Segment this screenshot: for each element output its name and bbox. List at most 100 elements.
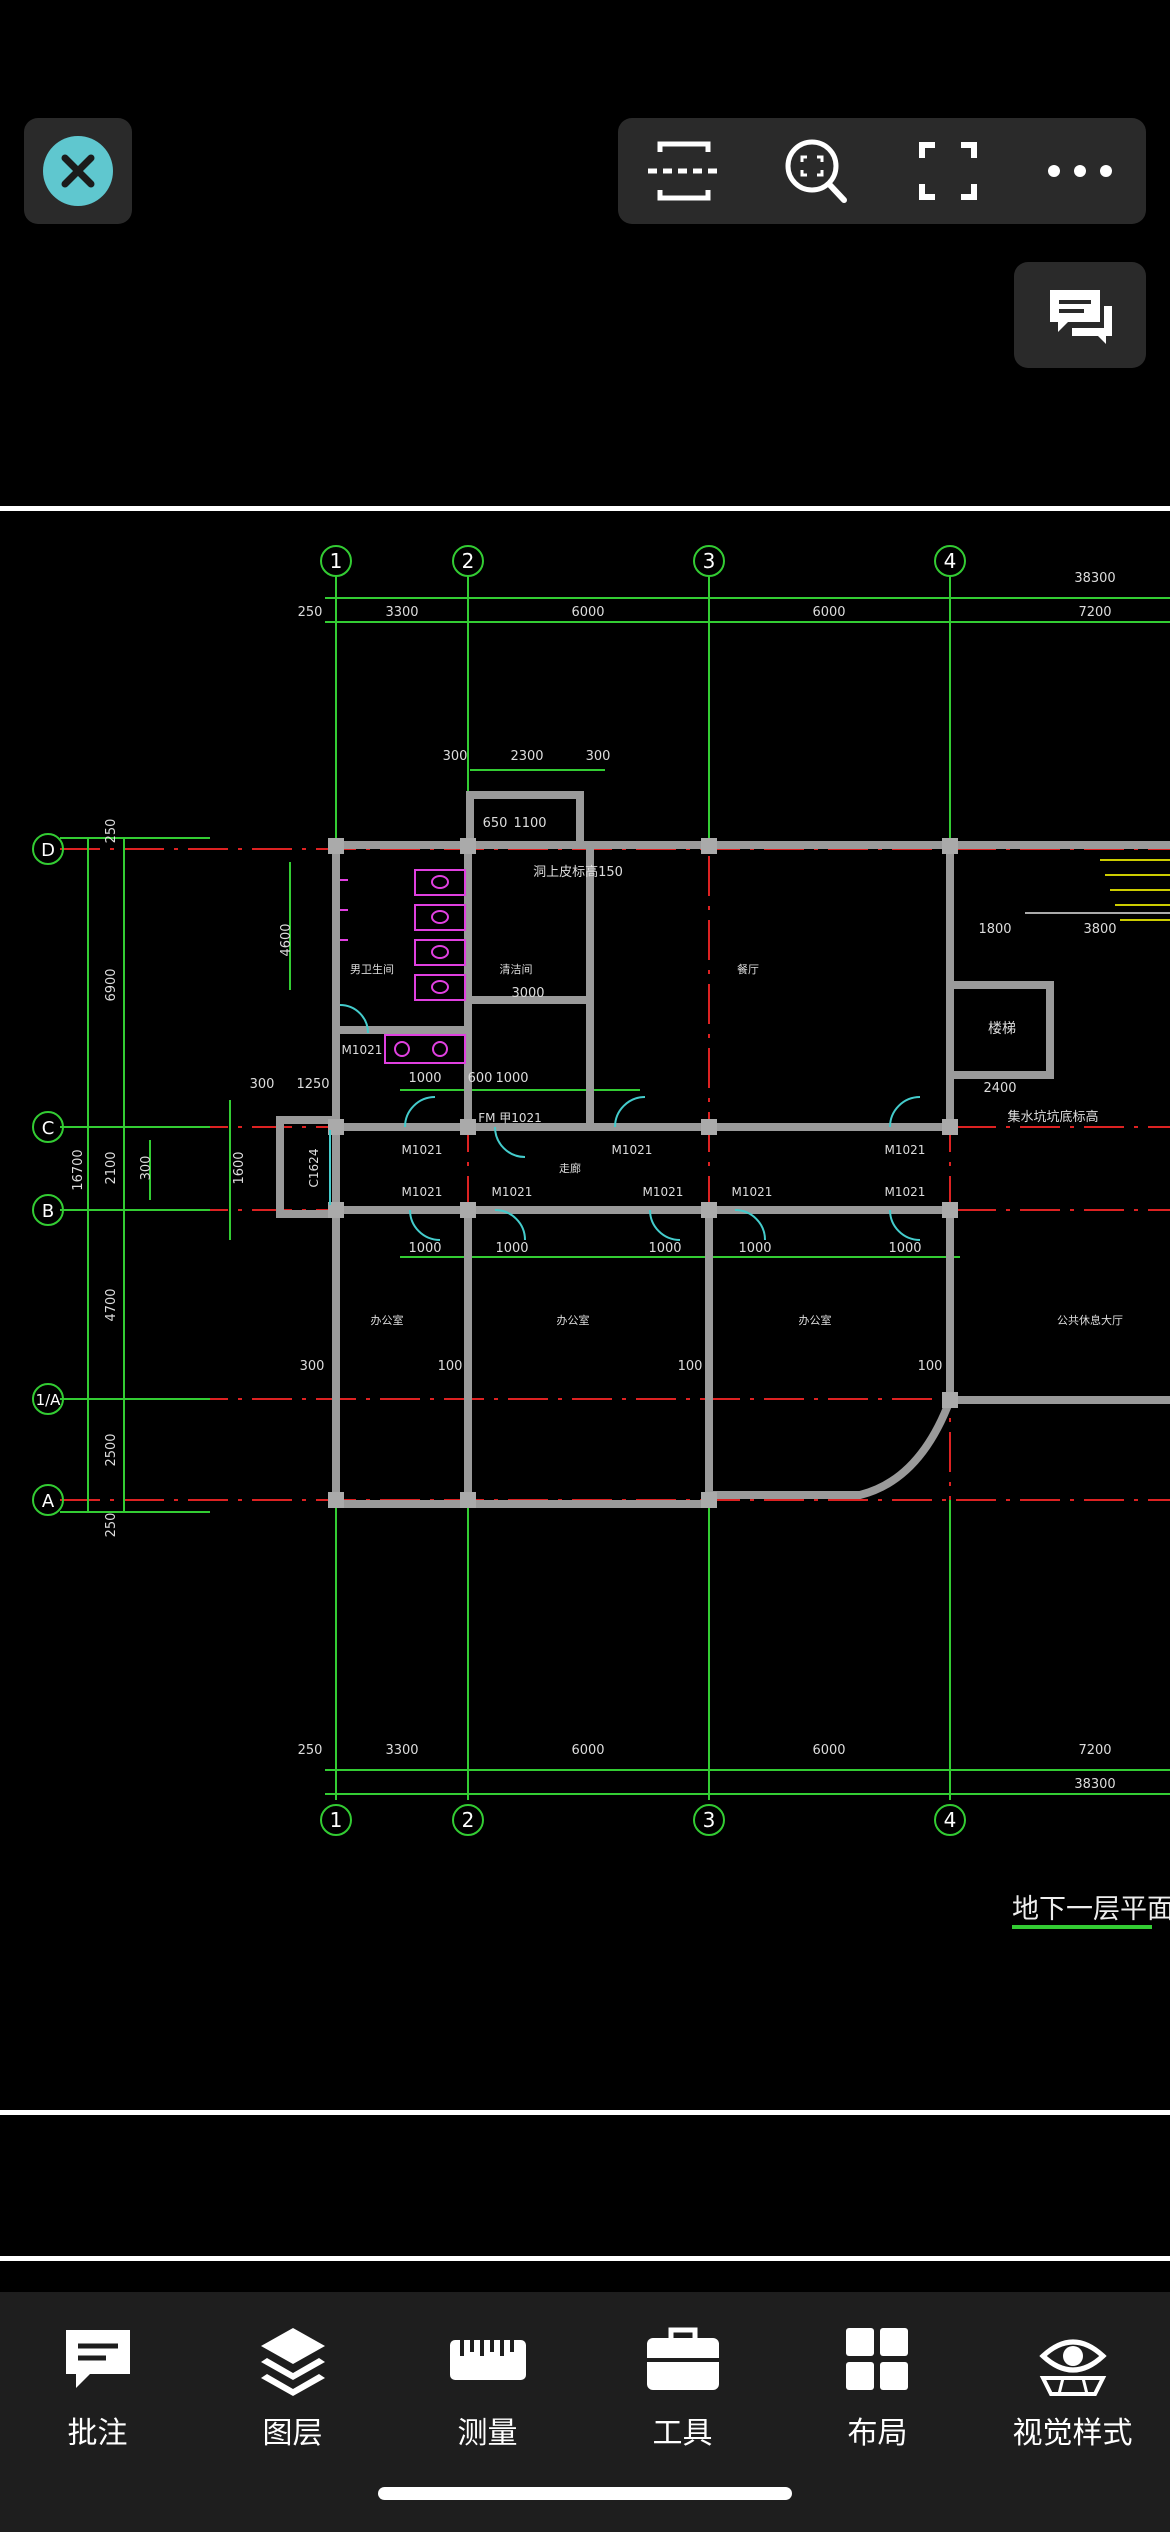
section-icon [648,141,720,201]
axis-bubbles [32,545,966,1836]
axis-label-4-bottom: 4 [944,1808,957,1832]
nav-measure[interactable]: 测量 [390,2292,585,2472]
dim-small-2300: 2300 [510,749,543,764]
dim-small-100a: 100 [438,1359,463,1374]
axis-label-2-bottom: 2 [462,1808,475,1832]
label-pump-room: 集水坑坑底标高 [1007,1109,1098,1125]
nav-layout-label: 布局 [847,2416,908,2451]
dim-top-0: 250 [298,605,323,620]
dim-top-2: 6000 [571,605,604,620]
dim-left-4700: 4700 [104,1288,119,1321]
dim-small-1800: 1800 [978,922,1011,937]
dim-top-1: 3300 [385,605,418,620]
dim-left-2500: 2500 [104,1433,119,1466]
door-tag-1: M1021 [342,1043,383,1057]
door-tag-8: M1021 [732,1185,773,1199]
axis-label-B: B [42,1201,54,1222]
viewport-bottom-border [0,2110,1170,2115]
label-toilet: 男卫生间 [350,962,394,976]
section-button[interactable] [618,118,750,224]
fullscreen-icon [919,142,977,200]
door-tag-7: M1021 [643,1185,684,1199]
close-icon [43,136,113,206]
top-toolbar [618,118,1146,224]
nav-annotation-label: 批注 [67,2416,128,2451]
axis-gridlines [60,600,1170,1780]
more-icon [1048,165,1112,177]
dim-small-600: 600 [468,1071,493,1086]
axis-label-D: D [41,840,55,861]
nav-tools[interactable]: 工具 [585,2292,780,2472]
dim-left-2000: 1600 [232,1151,247,1184]
dim-small-650: 650 [483,816,508,831]
axis-labels: 1 2 3 4 1 2 3 4 D C B 1/A A [36,549,957,1832]
dim-bottom-0: 250 [298,1743,323,1758]
dim-left-2100: 2100 [104,1151,119,1184]
dim-left-6900: 6900 [104,968,119,1001]
window-tag: C1624 [307,1149,321,1188]
nav-tools-label: 工具 [652,2416,713,2451]
dim-small-1000b: 1000 [495,1071,528,1086]
dim-left-4600: 4600 [279,923,294,956]
nav-visual-style[interactable]: 视觉样式 [975,2292,1170,2472]
dim-small-1250: 1250 [296,1077,329,1092]
ruler-icon [450,2340,526,2380]
panel-separator [0,2256,1170,2261]
dim-small-100b: 100 [678,1359,703,1374]
viewport-top-border [0,506,1170,511]
axis-label-1-top: 1 [330,549,343,573]
door-tag-2: M1021 [402,1143,443,1157]
dim-bottom-1: 3300 [385,1743,418,1758]
dim-bottom-3: 6000 [812,1743,845,1758]
dim-bottom-2: 6000 [571,1743,604,1758]
axis-label-1A: 1/A [36,1391,62,1409]
home-indicator[interactable] [378,2487,792,2500]
layout-icon [846,2328,908,2390]
axis-label-1-bottom: 1 [330,1808,343,1832]
layers-icon [261,2328,325,2396]
dim-small-300c: 300 [250,1077,275,1092]
dim-left-250-top: 250 [104,819,119,844]
dim-small-100c: 100 [918,1359,943,1374]
dim-small-1000a: 1000 [408,1071,441,1086]
label-office2: 办公室 [557,1313,590,1327]
label-lobby: 洞上皮标高150 [533,864,623,880]
label-hall: 餐厅 [737,962,759,976]
cad-drawing-canvas[interactable]: 1 2 3 4 1 2 3 4 D C B 1/A A 38300 250 33… [0,0,1170,2110]
nav-annotation[interactable]: 批注 [0,2292,195,2472]
nav-layers[interactable]: 图层 [195,2292,390,2472]
dim-total-bottom: 38300 [1074,1777,1115,1792]
dim-small-3000: 3000 [511,986,544,1001]
dimension-lines [60,575,1170,1800]
dim-small-300a: 300 [443,749,468,764]
dim-top-3: 6000 [812,605,845,620]
axis-label-2-top: 2 [462,549,475,573]
dim-small-2400: 2400 [983,1081,1016,1096]
bottom-navigation: 批注 图层 测量 工具 [0,2292,1170,2532]
plan-title: 地下一层平面 [1012,1894,1170,1925]
zoom-fit-button[interactable] [750,118,882,224]
dim-left-total: 16700 [71,1149,86,1190]
zoom-fit-icon [785,139,847,203]
more-button[interactable] [1014,118,1146,224]
close-button[interactable] [24,118,132,224]
comments-button[interactable] [1014,262,1146,368]
columns [328,838,958,1508]
dim-small-1000d: 1000 [495,1241,528,1256]
dim-small-300b: 300 [586,749,611,764]
label-public: 公共休息大厅 [1057,1313,1123,1327]
dim-bottom-4: 7200 [1078,1743,1111,1758]
dim-small-1000c: 1000 [408,1241,441,1256]
fullscreen-button[interactable] [882,118,1014,224]
nav-measure-label: 测量 [457,2416,518,2451]
dimension-texts: 38300 250 3300 6000 6000 7200 250 3300 6… [71,571,1117,1792]
toilet-fixtures [340,869,466,1064]
door-tag-3: M1021 [612,1143,653,1157]
axis-label-3-bottom: 3 [703,1808,716,1832]
nav-layout[interactable]: 布局 [780,2292,975,2472]
door-tag-9: M1021 [885,1185,926,1199]
dim-small-300d: 300 [300,1359,325,1374]
axis-label-4-top: 4 [944,549,957,573]
axis-label-C: C [42,1118,55,1139]
door-tag-4: M1021 [885,1143,926,1157]
